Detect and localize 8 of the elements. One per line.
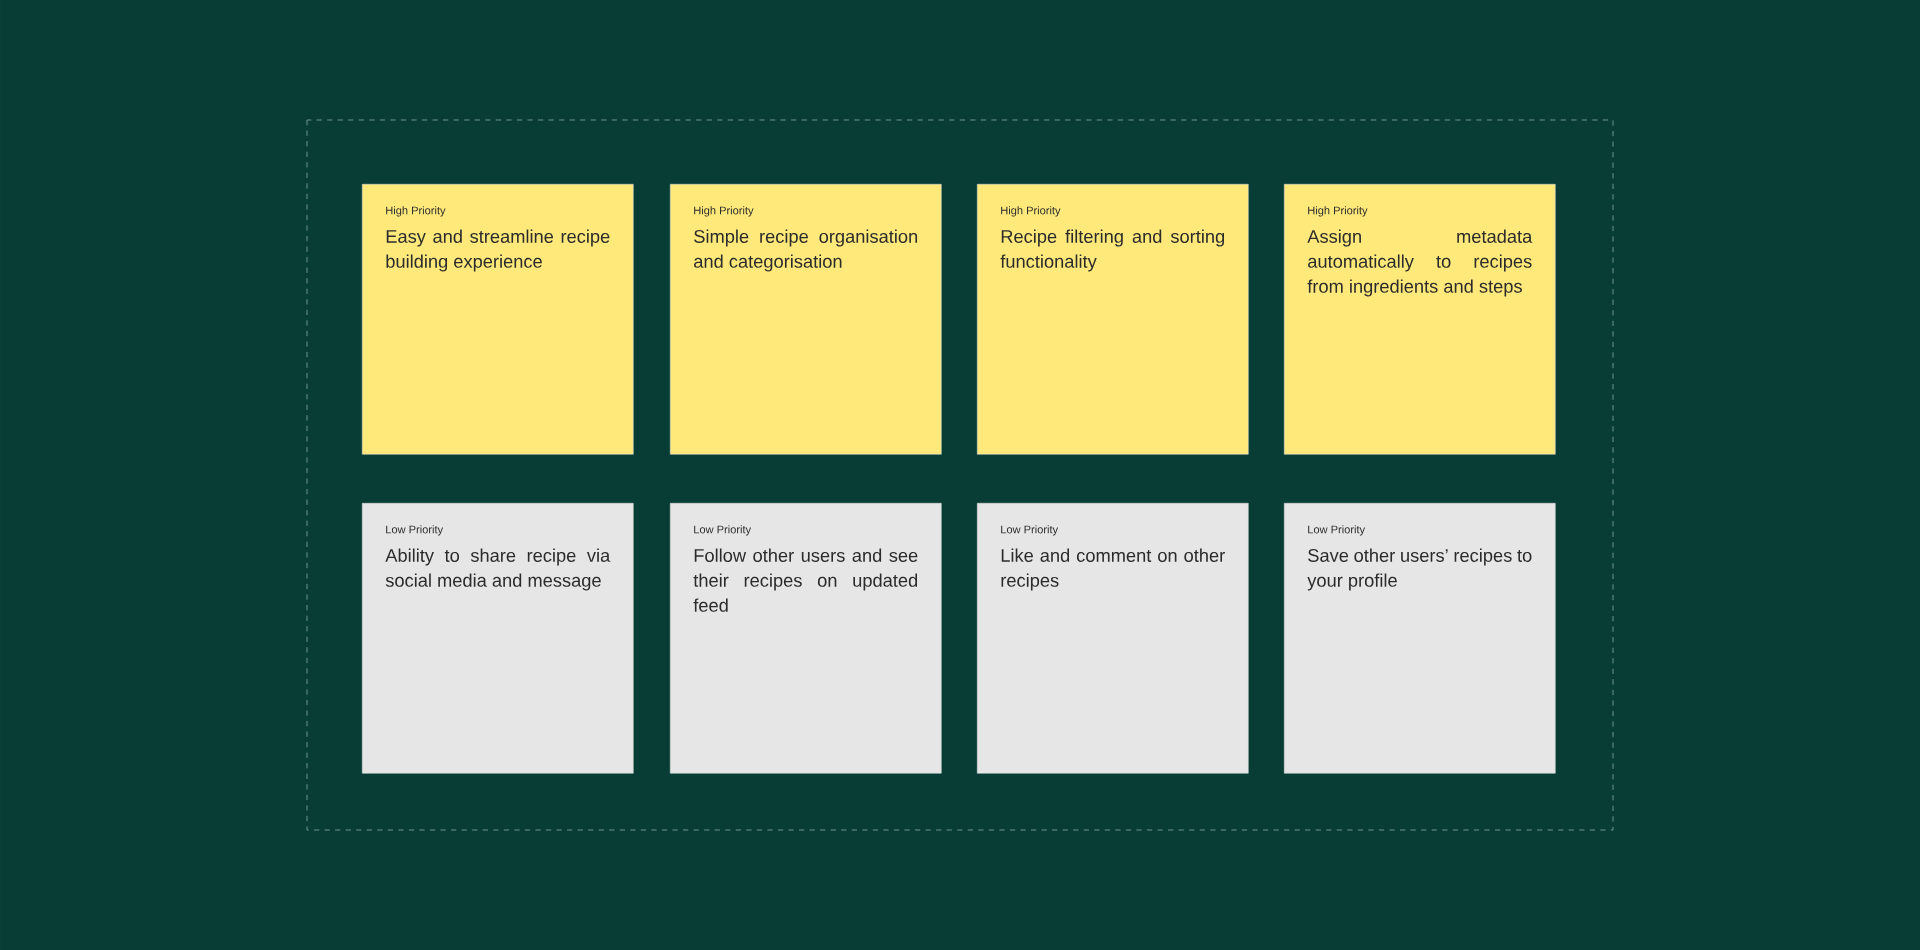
sticky-note: Low Priority Ability to share recipe via social media and message — [362, 503, 634, 774]
sticky-note: High Priority Easy and streamline recipe building experience — [362, 184, 634, 455]
sticky-note: High Priority Recipe filtering and sorting functionality — [977, 184, 1249, 455]
sticky-note: High Priority Assign metadata automatically to recipes from ingredients and steps — [1284, 184, 1556, 455]
sticky-note: High Priority Simple recipe organisation and categorisation — [670, 184, 942, 455]
sticky-note: Low Priority Save other users’ recipes to your profile — [1284, 503, 1556, 774]
sticky-note: Low Priority Follow other users and see their recipes on updated feed — [670, 503, 942, 774]
sticky-note: Low Priority Like and comment on other recipes — [977, 503, 1249, 774]
